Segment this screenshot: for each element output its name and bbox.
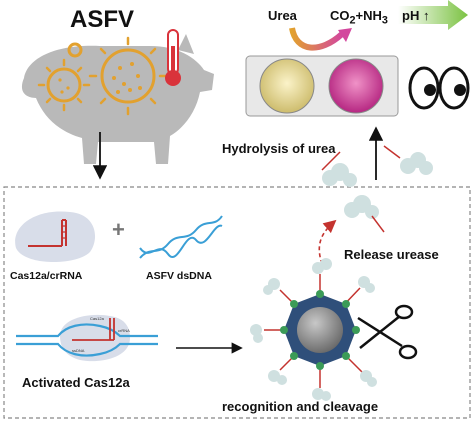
recognition-cleavage-label: recognition and cleavage xyxy=(222,399,379,414)
products-sub: 2 xyxy=(349,14,356,27)
cas12a-crrna-label: Cas12a/crRNA xyxy=(10,270,83,282)
mini-crrna-label: crRNA xyxy=(118,328,130,333)
eyes-icon xyxy=(408,66,470,110)
release-arrow xyxy=(318,219,337,265)
urea-cycle-arrow xyxy=(289,27,345,51)
reaction-box xyxy=(3,186,471,419)
thermometer-icon xyxy=(165,29,181,86)
green-nodes xyxy=(280,290,360,370)
ph-arrow-bg xyxy=(398,0,468,30)
scissors-icon xyxy=(357,304,418,360)
virus-icon xyxy=(46,42,156,104)
mini-ssdna-label: ssDNA xyxy=(72,348,85,353)
cas12a-crrna-icon xyxy=(15,211,96,263)
urease-clouds-bound xyxy=(250,258,377,401)
ph-text: pH xyxy=(402,8,420,23)
release-urease-label: Release urease xyxy=(344,247,439,262)
hydrolysis-label: Hydrolysis of urea xyxy=(222,141,336,156)
products-suffix: +NH xyxy=(355,8,382,23)
urea-label: Urea xyxy=(268,8,297,23)
virus-spikes xyxy=(37,36,168,116)
products-prefix: CO xyxy=(330,8,350,23)
released-ssdna xyxy=(321,145,401,233)
activated-cas12a-icon: Cas12a crRNA ssDNA xyxy=(16,314,158,362)
virus-dots xyxy=(58,62,142,94)
asfv-dsdna-label: ASFV dsDNA xyxy=(146,270,212,282)
products-label: CO2+NH3 xyxy=(330,8,388,27)
mini-cas12a-label: Cas12a xyxy=(90,316,105,321)
plus-sign: + xyxy=(112,217,125,242)
ph-arrow-glyph: ↑ xyxy=(422,8,430,23)
well-plate xyxy=(245,55,399,117)
products-sub2: 3 xyxy=(381,14,388,27)
urease-cloud-icon xyxy=(322,152,433,219)
ph-label: pH ↑ xyxy=(402,8,429,23)
gold-core xyxy=(297,307,343,353)
activated-cas12a-label: Activated Cas12a xyxy=(22,375,130,390)
asfv-title: ASFV xyxy=(70,6,135,33)
nanoparticle-icon xyxy=(250,258,377,401)
asfv-dsdna-icon xyxy=(139,215,223,259)
